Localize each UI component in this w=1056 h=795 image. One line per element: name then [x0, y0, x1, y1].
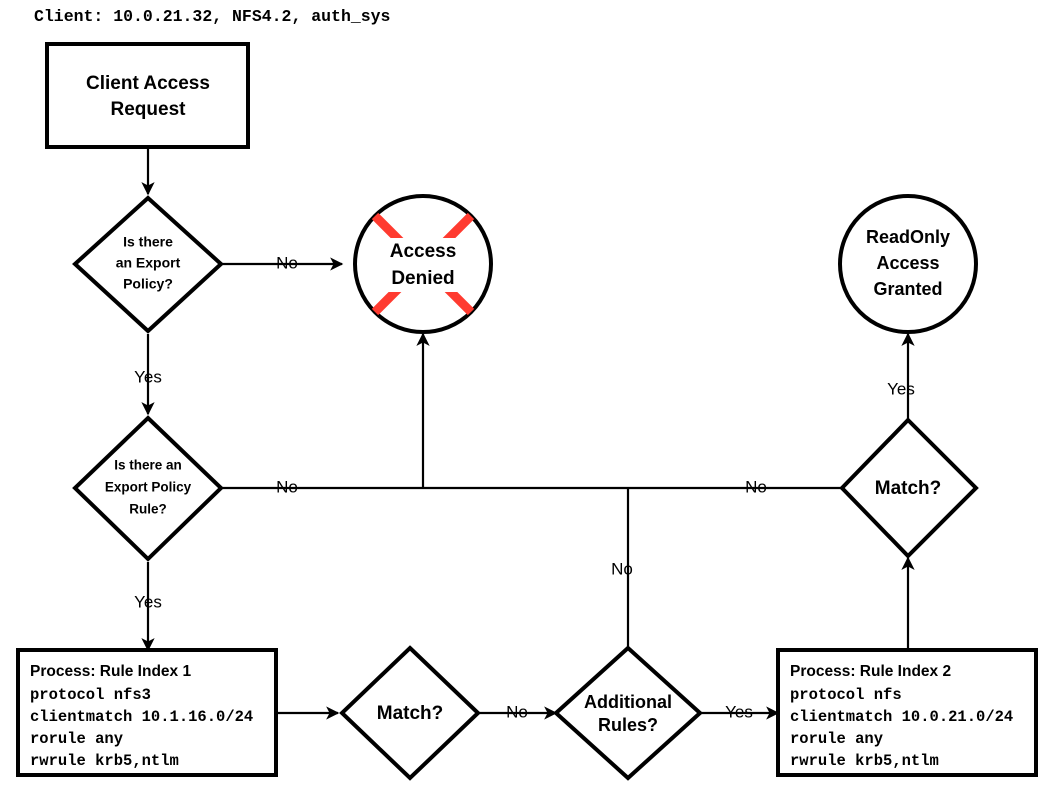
edge-label-match-right-yes: Yes: [887, 379, 915, 398]
decision-rule-line-2: Export Policy: [105, 480, 192, 495]
access-denied-line-1: Access: [390, 241, 457, 262]
rule-index-2-box: [776, 648, 1038, 777]
match-bottom-label: Match?: [377, 703, 444, 724]
client-access-request-line-2: Request: [111, 99, 187, 120]
node-additional-rules[interactable]: Additional Rules?: [553, 645, 703, 781]
rule-index-2-detail-4: rwrule krb5,ntlm: [790, 752, 939, 770]
node-decision-export-policy[interactable]: Is there an Export Policy?: [72, 195, 224, 334]
rule-index-1-detail-3: rorule any: [30, 730, 123, 748]
edge-label-rule-yes: Yes: [134, 592, 162, 611]
decision-export-policy-rule-diamond: [72, 415, 224, 562]
readonly-granted-line-3: Granted: [873, 279, 942, 299]
node-decision-export-policy-rule[interactable]: Is there an Export Policy Rule?: [72, 415, 224, 562]
edge-label-match-right-no: No: [745, 477, 767, 496]
readonly-access-granted-circle: [838, 194, 978, 334]
rule-index-1-detail-2: clientmatch 10.1.16.0/24: [30, 708, 253, 726]
readonly-granted-line-2: Access: [876, 253, 939, 273]
rule-index-2-detail-1: protocol nfs: [790, 686, 902, 704]
edge-label-policy-yes: Yes: [134, 367, 162, 386]
match-bottom-diamond: [339, 645, 481, 781]
rule-index-2-title: Process: Rule Index 2: [790, 663, 951, 680]
node-rule-index-2[interactable]: Process: Rule Index 2 protocol nfs clien…: [776, 648, 1038, 777]
node-rule-index-1[interactable]: Process: Rule Index 1 protocol nfs3 clie…: [16, 648, 278, 777]
rule-index-2-detail-2: clientmatch 10.0.21.0/24: [790, 708, 1013, 726]
client-access-request-line-1: Client Access: [86, 73, 210, 94]
client-access-request-box: [45, 42, 250, 149]
edge-label-match-bottom-no: No: [506, 702, 528, 721]
node-match-right[interactable]: Match?: [839, 417, 979, 559]
rule-index-1-detail-4: rwrule krb5,ntlm: [30, 752, 179, 770]
match-right-label: Match?: [875, 478, 942, 499]
decision-export-policy-line-2: an Export: [116, 255, 181, 271]
edge-label-policy-no: No: [276, 253, 298, 272]
edge-label-rule-no: No: [276, 477, 298, 496]
node-match-bottom[interactable]: Match?: [339, 645, 481, 781]
edge-label-additional-rules-yes: Yes: [725, 702, 753, 721]
match-right-diamond: [839, 417, 979, 559]
rule-index-1-detail-1: protocol nfs3: [30, 686, 151, 704]
additional-rules-diamond: [553, 645, 703, 781]
readonly-granted-line-1: ReadOnly: [866, 227, 950, 247]
access-denied-line-2: Denied: [391, 268, 454, 289]
header-client-info: Client: 10.0.21.32, NFS4.2, auth_sys: [34, 7, 390, 26]
rule-index-1-title: Process: Rule Index 1: [30, 663, 191, 680]
decision-export-policy-diamond: [72, 195, 224, 334]
additional-rules-line-1: Additional: [584, 692, 672, 712]
decision-export-policy-line-1: Is there: [123, 234, 173, 250]
edge-label-junction-no: No: [611, 559, 633, 578]
node-client-access-request[interactable]: Client Access Request: [45, 42, 250, 149]
decision-rule-line-1: Is there an: [114, 458, 182, 473]
node-readonly-access-granted[interactable]: ReadOnly Access Granted: [838, 194, 978, 334]
additional-rules-line-2: Rules?: [598, 715, 658, 735]
decision-export-policy-line-3: Policy?: [123, 276, 173, 292]
node-access-denied[interactable]: Access Denied: [353, 194, 493, 334]
decision-rule-line-3: Rule?: [129, 502, 167, 517]
access-denied-text-backdrop: [372, 238, 474, 292]
rule-index-1-box: [16, 648, 278, 777]
rule-index-2-detail-3: rorule any: [790, 730, 883, 748]
